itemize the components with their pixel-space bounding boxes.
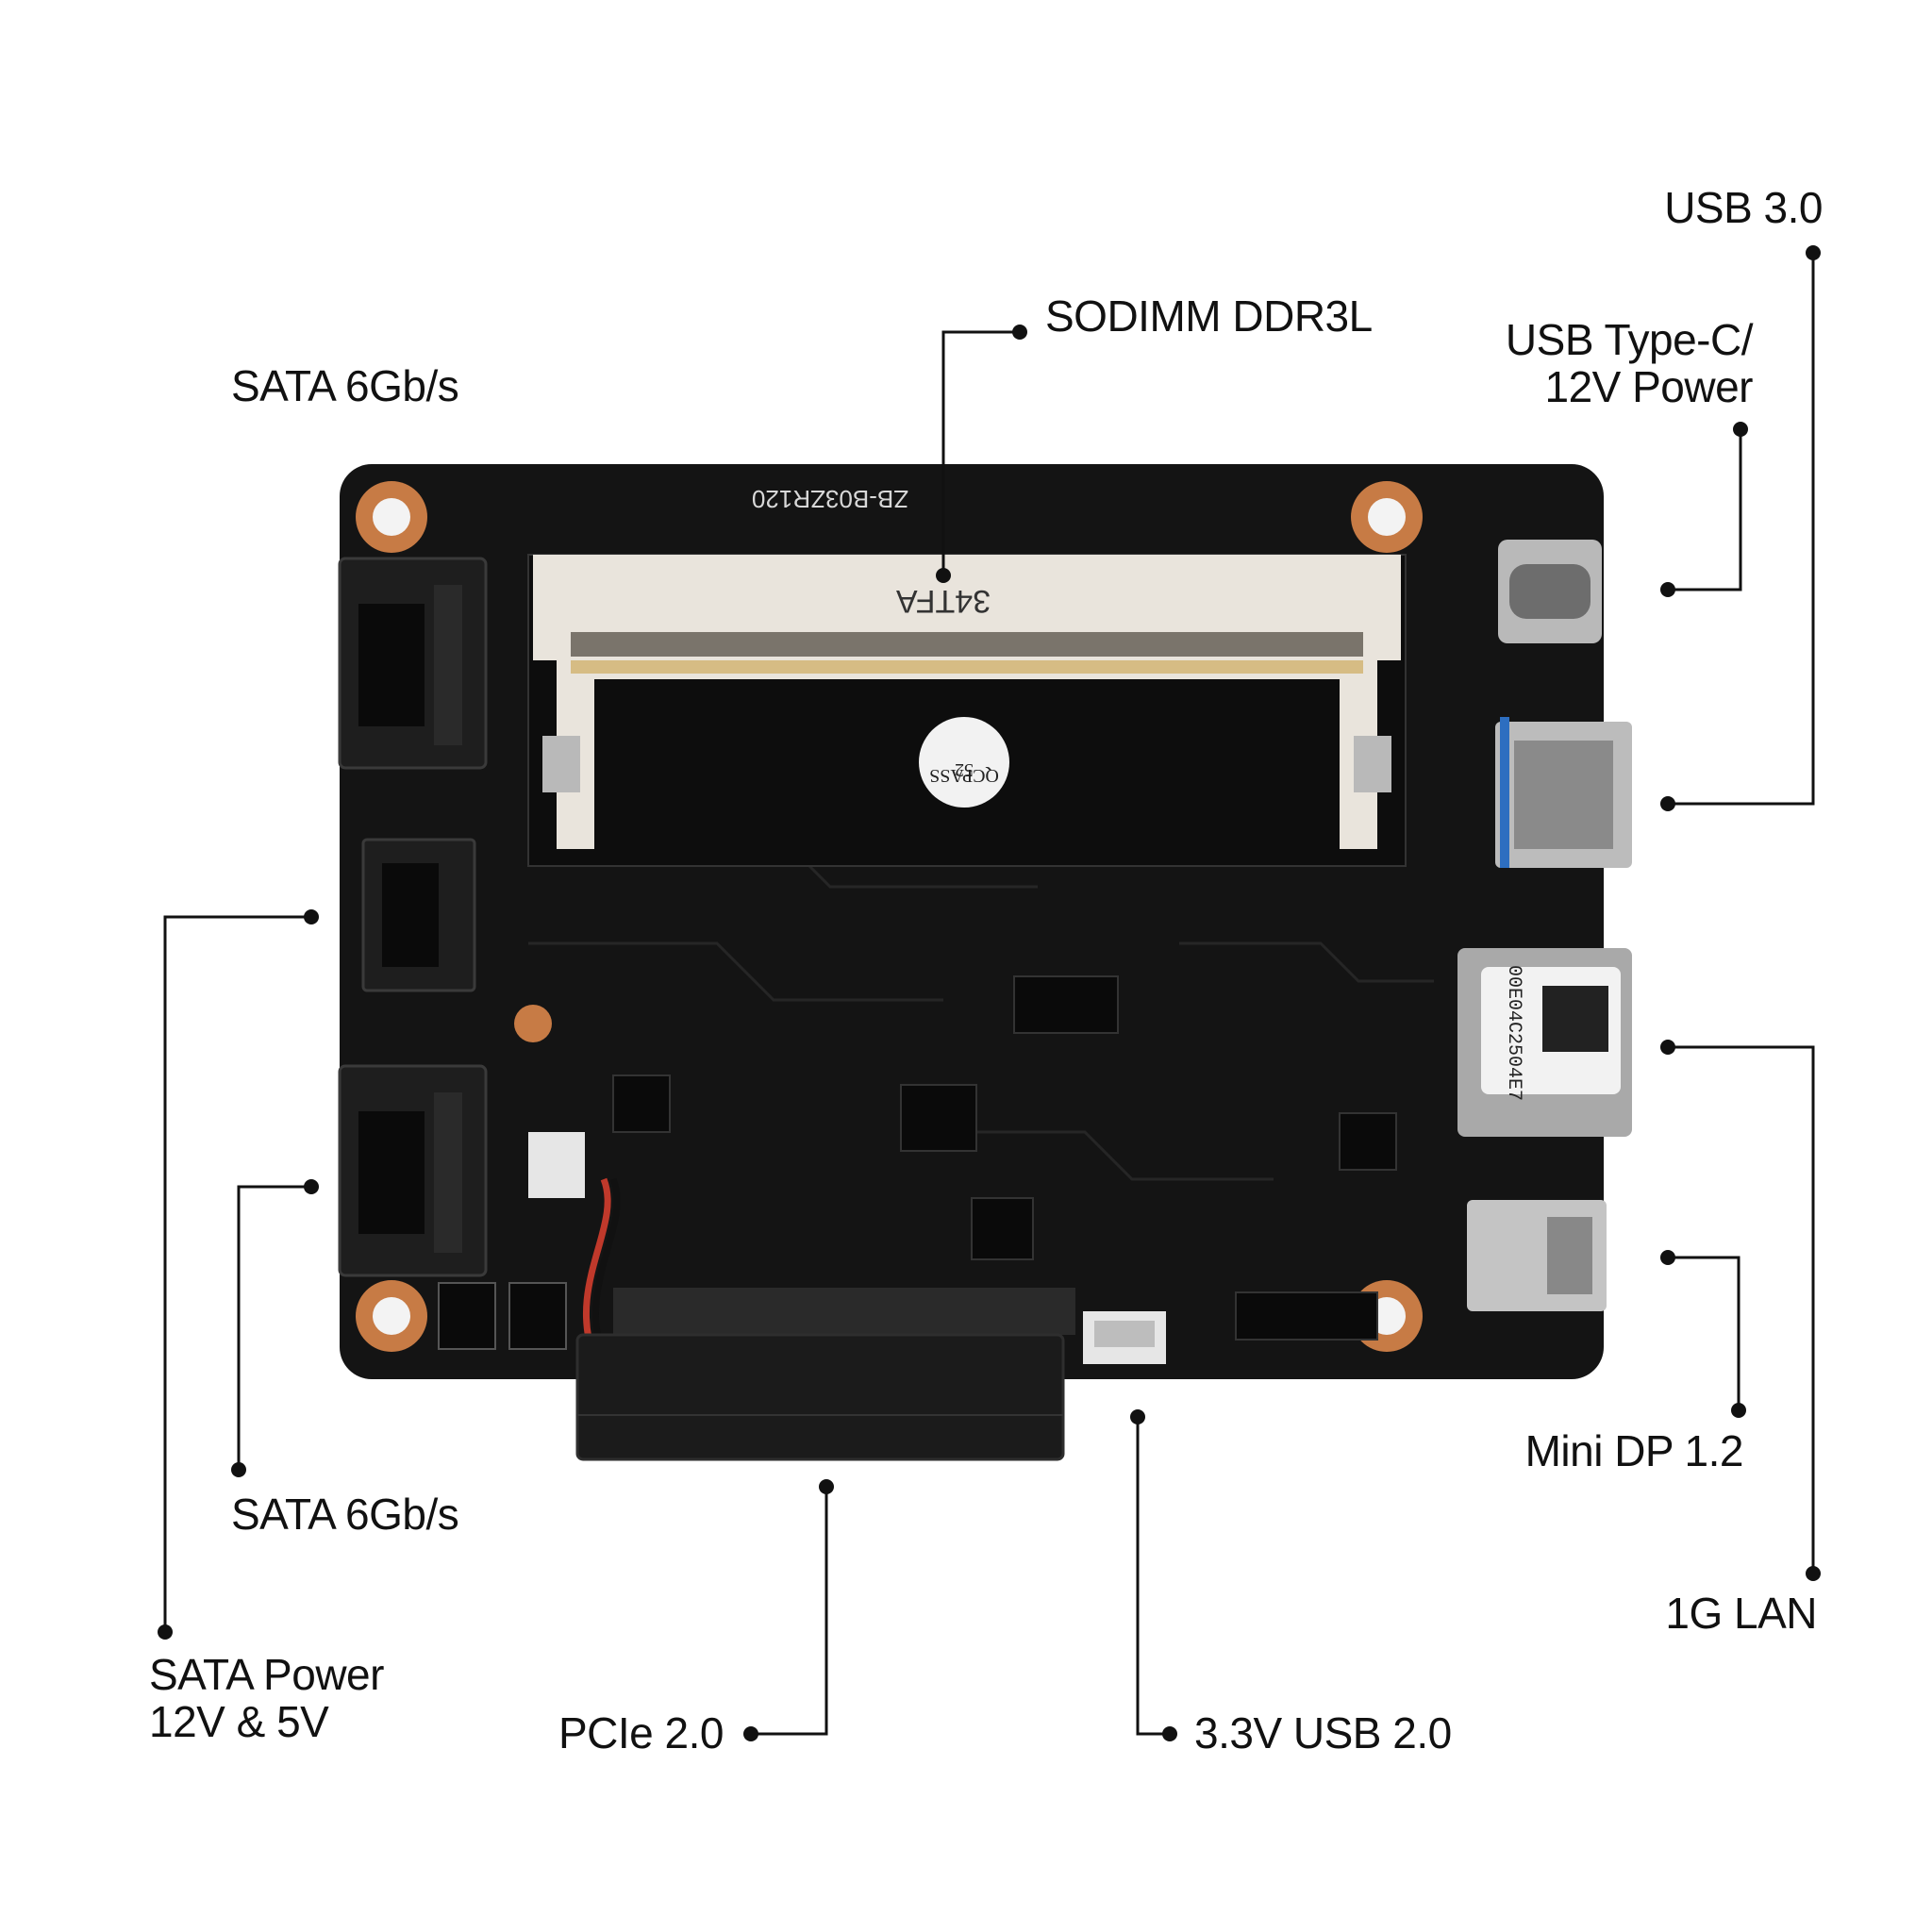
sata-port-bottom <box>338 1064 488 1277</box>
pin-headers <box>438 1282 567 1350</box>
leader-sata-bottom <box>237 1185 311 1470</box>
usb20-header <box>1083 1311 1166 1364</box>
leader-minidp <box>1668 1256 1740 1410</box>
svg-text:52: 52 <box>955 759 974 780</box>
leader-usb20 <box>1136 1417 1170 1736</box>
battery-connector <box>528 1132 621 1360</box>
leader-pcie <box>751 1487 828 1736</box>
board-model-text: ZB-B03ZR120 <box>752 485 908 513</box>
lan-port: 00E04C2504E7 <box>1457 948 1632 1137</box>
mounting-holes <box>356 481 1423 1352</box>
leader-sodimm <box>941 330 1020 575</box>
label-sata-bottom: SATA 6Gb/s <box>231 1490 459 1539</box>
label-usb20: 3.3V USB 2.0 <box>1194 1708 1452 1757</box>
socket-print: 34TFA <box>896 583 991 619</box>
leader-usbc <box>1668 429 1742 591</box>
qc-sticker: QCPASS 52 <box>919 717 1009 808</box>
label-usb30: USB 3.0 <box>1664 183 1823 232</box>
usb-c-port <box>1498 540 1602 643</box>
leader-usb30 <box>1668 253 1815 806</box>
leader-dots <box>158 245 1821 1741</box>
label-lan: 1G LAN <box>1665 1589 1817 1638</box>
chips <box>612 975 1397 1341</box>
sodimm-socket: 34TFA <box>527 554 1407 867</box>
label-pcie: PCIe 2.0 <box>558 1708 724 1757</box>
leader-lines <box>163 253 1815 1736</box>
label-sata-power: SATA Power 12V & 5V <box>149 1650 384 1746</box>
minidp-port <box>1467 1200 1607 1311</box>
leader-lan <box>1668 1045 1815 1574</box>
label-usbc: USB Type-C/ 12V Power <box>1505 315 1754 411</box>
sata-port-top <box>338 557 488 770</box>
svg-text:QCPASS: QCPASS <box>929 765 999 786</box>
label-sata-top: SATA 6Gb/s <box>231 361 459 410</box>
usb30-port <box>1495 717 1632 868</box>
label-minidp: Mini DP 1.2 <box>1524 1426 1744 1475</box>
label-sodimm: SODIMM DDR3L <box>1045 291 1373 341</box>
sata-power-connector <box>361 838 476 992</box>
pcie-slot <box>575 1288 1075 1461</box>
mac-label: 00E04C2504E7 <box>1503 965 1524 1101</box>
leader-sata-power <box>163 915 311 1632</box>
